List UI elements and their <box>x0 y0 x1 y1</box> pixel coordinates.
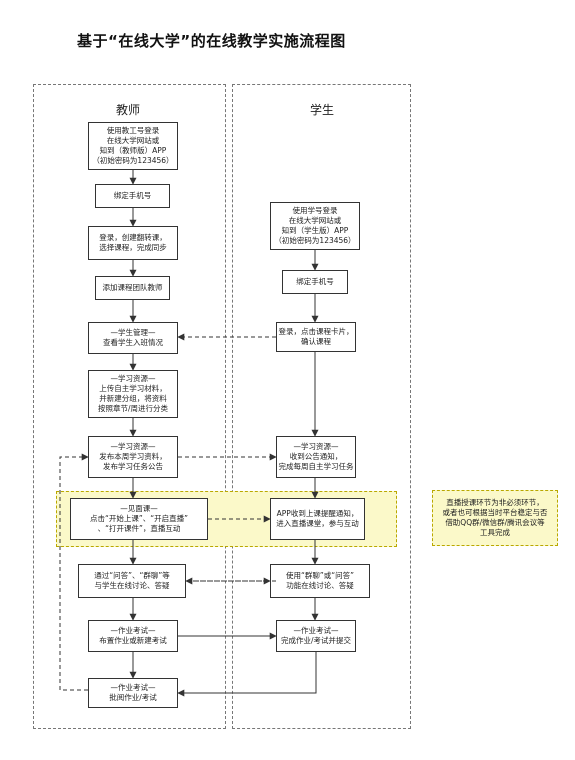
teacher-upload-resources-step: —学习资源—上传自主学习材料，并新建分组，将资料按照章节/周进行分类 <box>88 370 178 418</box>
student-online-qa-step: 使用“群聊”或“问答”功能在线讨论、答疑 <box>270 564 370 598</box>
submit-to-grade-arrow <box>177 652 317 697</box>
diagram-title: 基于“在线大学”的在线教学实施流程图 <box>77 32 346 50</box>
note-line: 借助QQ群/微信群/腾讯会议等 <box>445 518 545 527</box>
teacher-login-step-line: （初始密码为123456） <box>92 156 174 165</box>
note-line: 或者也可根据当时平台稳定与否 <box>442 508 548 517</box>
student-self-study-step-line: 完成每周自主学习任务 <box>278 462 354 471</box>
student-join-live-step-line: APP收到上课提醒通知， <box>276 509 359 518</box>
teacher-login-step-line: 知到（教师版）APP <box>99 146 167 155</box>
student-lane-header: 学生 <box>310 103 335 117</box>
teacher-login-step: 使用教工号登录在线大学网站或知到（教师版）APP（初始密码为123456） <box>88 122 178 170</box>
grade-loop-arrow <box>59 453 89 691</box>
student-online-qa-step-line: 使用“群聊”或“问答” <box>285 571 355 580</box>
student-join-live-step-line: 进入直播课堂，参与互动 <box>276 519 359 528</box>
teacher-upload-resources-step-line: 按照章节/周进行分类 <box>97 404 169 413</box>
teacher-assign-homework-step: —作业考试—布置作业或新建考试 <box>88 620 178 652</box>
teacher-publish-resources-step-line: 发布学习任务公告 <box>103 462 163 471</box>
student-login-step: 使用学号登录在线大学网站或知到（学生版）APP（初始密码为123456） <box>270 202 360 250</box>
teacher-student-management-step-line: —学生管理— <box>110 328 156 337</box>
student-confirm-course-step-line: 登录，点击课程卡片， <box>278 327 354 336</box>
teacher-publish-resources-step-line: —学习资源— <box>110 442 156 451</box>
teacher-login-step-line: 使用教工号登录 <box>106 126 160 135</box>
student-confirm-course-step: 登录，点击课程卡片，确认课程 <box>276 322 356 352</box>
student-lane <box>232 84 411 729</box>
student-login-step-line: 知到（学生版）APP <box>281 226 349 235</box>
teacher-live-class-step: —见面课—点击“开始上课”、“开启直播”、“打开课件”，直播互动 <box>70 498 208 540</box>
student-submit-homework-step-line: —作业考试— <box>293 626 339 635</box>
student-self-study-step: —学习资源—收到公告通知，完成每周自主学习任务 <box>276 436 356 478</box>
teacher-bind-phone-step: 绑定手机号 <box>95 184 170 208</box>
teacher-online-qa-step: 通过“问答”、“群聊”等与学生在线讨论、答疑 <box>78 564 186 598</box>
teacher-student-management-step-line: 查看学生入班情况 <box>103 338 163 347</box>
teacher-upload-resources-step-line: —学习资源— <box>110 374 156 383</box>
teacher-grade-homework-step-line: 批阅作业/考试 <box>109 693 157 702</box>
student-self-study-step-line: —学习资源— <box>293 442 339 451</box>
student-bind-phone-step-line: 绑定手机号 <box>296 277 334 286</box>
student-login-step-line: （初始密码为123456） <box>274 236 356 245</box>
student-submit-homework-step-line: 完成作业/考试并提交 <box>280 636 352 645</box>
teacher-add-teachers-step-line: 添加课程团队教师 <box>102 283 163 292</box>
student-self-study-step-line: 收到公告通知， <box>289 452 343 461</box>
teacher-lane-header: 教师 <box>116 103 141 117</box>
teacher-grade-homework-step: —作业考试—批阅作业/考试 <box>88 678 178 708</box>
teacher-online-qa-step-line: 通过“问答”、“群聊”等 <box>94 571 170 580</box>
teacher-assign-homework-step-line: —作业考试— <box>110 626 156 635</box>
teacher-create-course-step-line: 登录，创建翻转课， <box>99 233 167 242</box>
teacher-upload-resources-step-line: 并新建分组，将资料 <box>99 394 167 403</box>
student-confirm-course-step-line: 确认课程 <box>301 337 331 346</box>
teacher-login-step-line: 在线大学网站或 <box>106 136 160 145</box>
teacher-upload-resources-step-line: 上传自主学习材料， <box>99 384 167 393</box>
teacher-live-class-step-line: 、“打开课件”，直播互动 <box>97 524 181 533</box>
teacher-online-qa-step-line: 与学生在线讨论、答疑 <box>94 581 170 590</box>
teacher-live-class-step-line: —见面课— <box>120 504 158 513</box>
teacher-live-class-step-line: 点击“开始上课”、“开启直播” <box>89 514 189 523</box>
teacher-grade-homework-step-line: —作业考试— <box>110 683 156 692</box>
live-class-note: 直播授课环节为非必须环节，或者也可根据当时平台稳定与否借助QQ群/微信群/腾讯会… <box>432 490 558 546</box>
teacher-assign-homework-step-line: 布置作业或新建考试 <box>99 636 167 645</box>
teacher-create-course-step-line: 选择课程，完成同步 <box>99 243 167 252</box>
student-login-step-line: 在线大学网站或 <box>288 216 342 225</box>
teacher-create-course-step: 登录，创建翻转课，选择课程，完成同步 <box>88 226 178 260</box>
teacher-publish-resources-step-line: 发布本周学习资料， <box>99 452 167 461</box>
student-login-step-line: 使用学号登录 <box>292 206 338 215</box>
student-online-qa-step-line: 功能在线讨论、答疑 <box>286 581 354 590</box>
teacher-bind-phone-step-line: 绑定手机号 <box>113 191 152 200</box>
teacher-student-management-step: —学生管理—查看学生入班情况 <box>88 322 178 354</box>
note-line: 直播授课环节为非必须环节， <box>446 498 544 507</box>
note-line: 工具完成 <box>480 528 510 537</box>
teacher-lane <box>33 84 226 729</box>
